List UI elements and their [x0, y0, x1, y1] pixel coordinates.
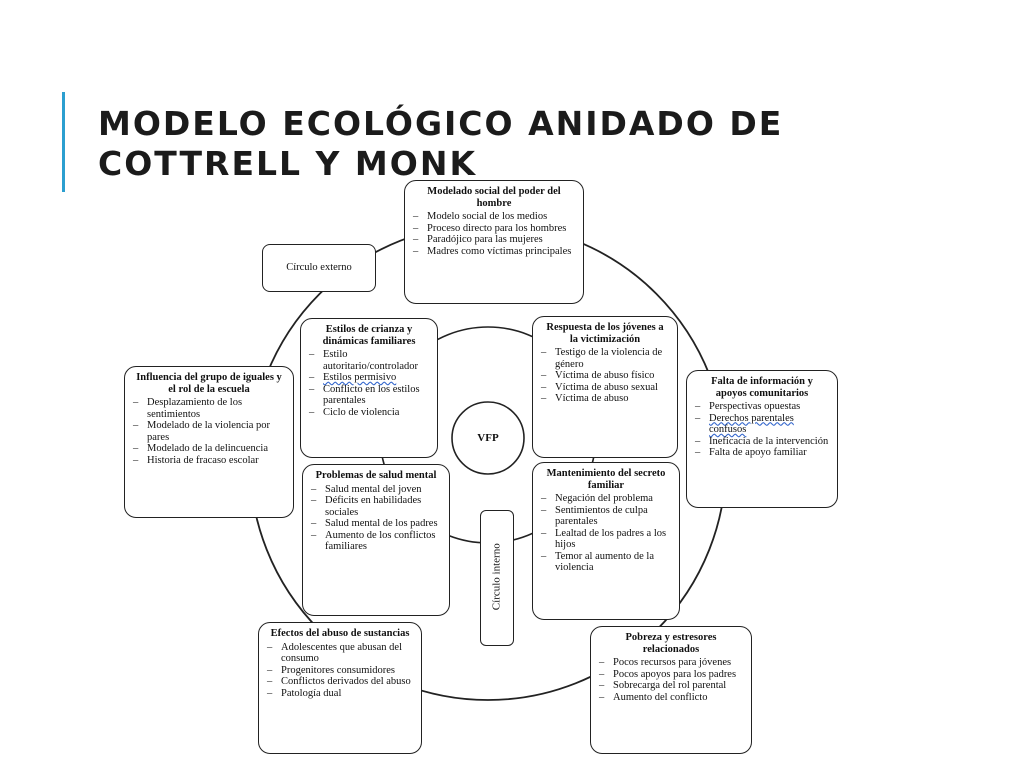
list-item: Modelado de la delincuencia — [133, 443, 285, 455]
list-item: Falta de apoyo familiar — [695, 447, 829, 459]
outer-circle-label-box: Círculo externo — [262, 244, 376, 292]
inner-circle-label: Círculo interno — [490, 543, 503, 611]
list-item: Perspectivas opuestas — [695, 401, 829, 413]
box-respuesta-jovenes: Respuesta de los jóvenes a la victimizac… — [532, 316, 678, 458]
list-item: Víctima de abuso sexual — [541, 382, 669, 394]
list-item: Ineficacia de la intervención — [695, 436, 829, 448]
box-title: Modelado social del poder del hombre — [427, 186, 561, 209]
box-estilos-crianza: Estilos de crianza y dinámicas familiare… — [300, 318, 438, 458]
box-title: Pobreza y estresores relacionados — [625, 632, 717, 655]
list-item: Salud mental del joven — [311, 484, 441, 496]
list-item: Salud mental de los padres — [311, 518, 441, 530]
box-pobreza: Pobreza y estresores relacionados Pocos … — [590, 626, 752, 754]
list-item: Lealtad de los padres a los hijos — [541, 528, 671, 551]
box-salud-mental: Problemas de salud mental Salud mental d… — [302, 464, 450, 616]
outer-circle-label: Círculo externo — [286, 262, 352, 274]
list-item: Estilo autoritario/controlador — [309, 349, 429, 372]
box-title: Respuesta de los jóvenes a la victimizac… — [546, 322, 664, 345]
list-item: Proceso directo para los hombres — [413, 223, 575, 235]
list-item: Víctima de abuso físico — [541, 370, 669, 382]
box-secreto-familiar: Mantenimiento del secreto familiar Negac… — [532, 462, 680, 620]
list-item: Ciclo de violencia — [309, 407, 429, 419]
list-item: Sobrecarga del rol parental — [599, 680, 743, 692]
box-title: Estilos de crianza y dinámicas familiare… — [322, 324, 416, 347]
slide-title: MODELO ECOLÓGICO ANIDADO DE COTTRELL Y M… — [98, 104, 784, 183]
list-item: Derechos parentales confusos — [695, 413, 829, 436]
list-item: Aumento del conflicto — [599, 692, 743, 704]
box-modelado-social: Modelado social del poder del hombre Mod… — [404, 180, 584, 304]
box-title: Falta de información y apoyos comunitari… — [711, 376, 813, 399]
box-falta-informacion: Falta de información y apoyos comunitari… — [686, 370, 838, 508]
list-item: Patología dual — [267, 688, 413, 700]
list-item: Desplazamiento de los sentimientos — [133, 397, 285, 420]
center-label: VFP — [477, 432, 499, 444]
inner-circle-label-box: Círculo interno — [480, 510, 514, 646]
list-item: Déficits en habilidades sociales — [311, 495, 441, 518]
list-item: Conflicto en los estilos parentales — [309, 384, 429, 407]
center-circle — [451, 401, 525, 475]
list-item: Pocos apoyos para los padres — [599, 669, 743, 681]
list-item: Historia de fracaso escolar — [133, 455, 285, 467]
list-item: Progenitores consumidores — [267, 665, 413, 677]
list-item: Madres como víctimas principales — [413, 246, 575, 258]
list-item: Pocos recursos para jóvenes — [599, 657, 743, 669]
box-title: Influencia del grupo de iguales y el rol… — [136, 372, 282, 395]
list-item: Aumento de los conflictos familiares — [311, 530, 441, 553]
title-accent-bar — [62, 92, 65, 192]
list-item: Testigo de la violencia de género — [541, 347, 669, 370]
list-item: Negación del problema — [541, 493, 671, 505]
box-title: Problemas de salud mental — [315, 470, 437, 481]
box-title: Efectos del abuso de sustancias — [270, 628, 410, 639]
box-title: Mantenimiento del secreto familiar — [546, 468, 666, 491]
list-item: Modelo social de los medios — [413, 211, 575, 223]
list-item: Temor al aumento de la violencia — [541, 551, 671, 574]
list-item: Modelado de la violencia por pares — [133, 420, 285, 443]
list-item: Sentimientos de culpa parentales — [541, 505, 671, 528]
list-item: Paradójico para las mujeres — [413, 234, 575, 246]
list-item: Estilos permisivo — [309, 372, 429, 384]
list-item: Víctima de abuso — [541, 393, 669, 405]
box-abuso-sustancias: Efectos del abuso de sustancias Adolesce… — [258, 622, 422, 754]
list-item: Adolescentes que abusan del consumo — [267, 642, 413, 665]
box-grupo-iguales: Influencia del grupo de iguales y el rol… — [124, 366, 294, 518]
list-item: Conflictos derivados del abuso — [267, 676, 413, 688]
